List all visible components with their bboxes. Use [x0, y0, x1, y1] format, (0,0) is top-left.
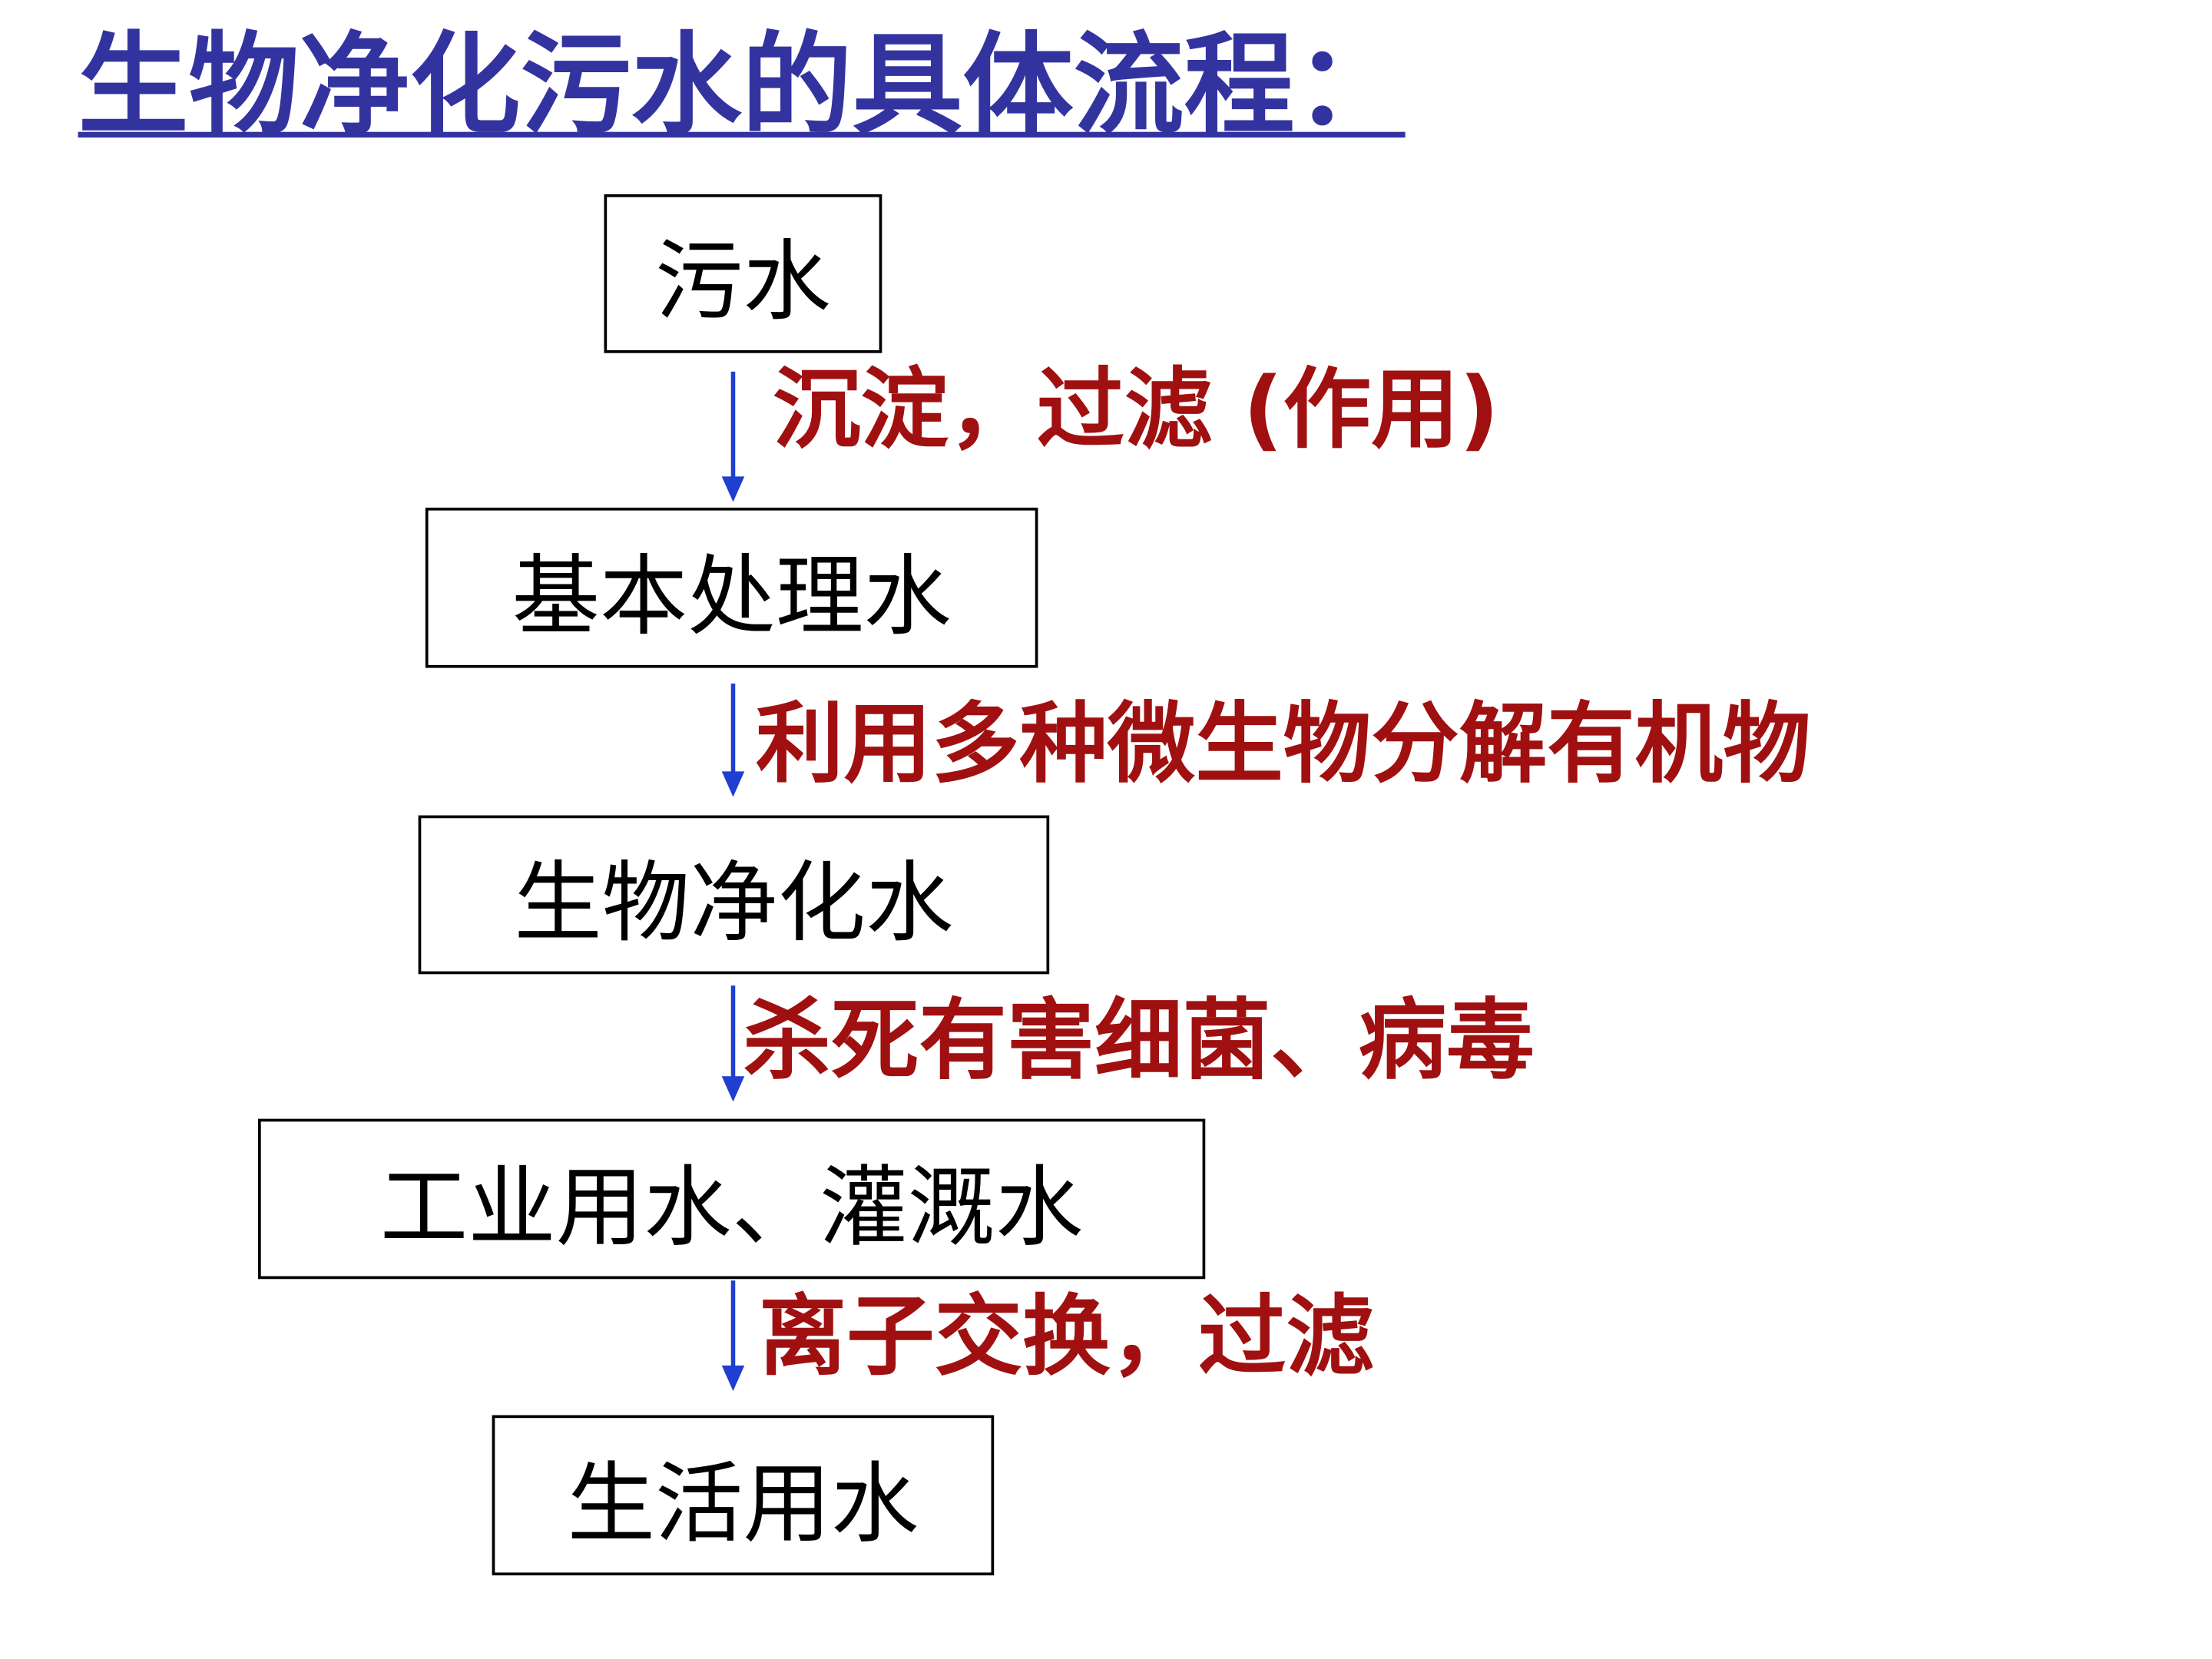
down-arrow-icon [721, 683, 745, 797]
box-domestic-water: 生活用水 [492, 1415, 995, 1576]
box-basic-treated-water: 基本处理水 [425, 507, 1038, 668]
down-arrow-icon [721, 1280, 745, 1392]
box-industrial-irrigation-water: 工业用水、灌溉水 [258, 1118, 1206, 1280]
step-label-kill-bacteria-viruses: 杀死有害细菌、病毒 [743, 988, 1535, 1092]
box-bio-purified-water: 生物净化水 [418, 815, 1050, 975]
step-label-ion-exchange-filtration: 离子交换，过滤 [758, 1284, 1374, 1389]
down-arrow-icon [721, 371, 745, 502]
step-label-sedimentation-filtration: 沉淀，过滤 (作用) [773, 357, 1499, 462]
down-arrow-icon [721, 985, 745, 1102]
box-sewage: 污水 [604, 194, 882, 353]
step-label-microbial-decomposition: 利用多种微生物分解有机物 [756, 691, 1811, 796]
page-title: 生物净化污水的具体流程： [78, 22, 1406, 151]
